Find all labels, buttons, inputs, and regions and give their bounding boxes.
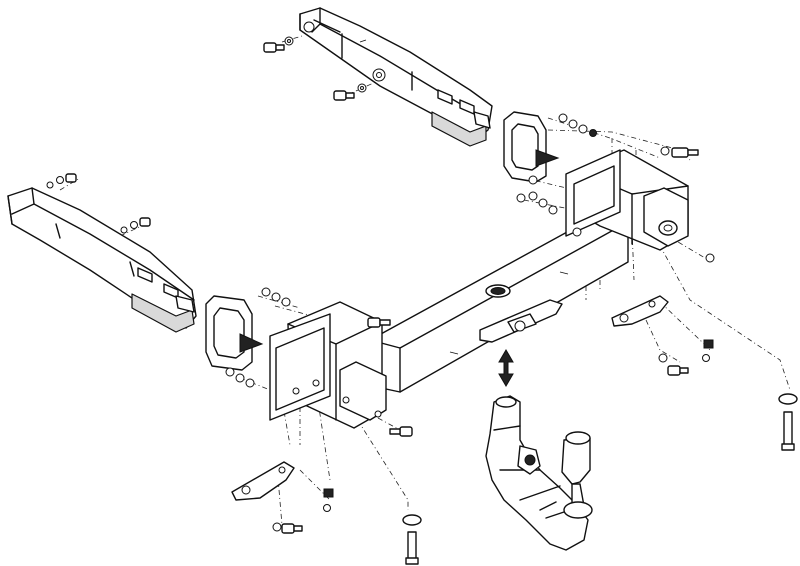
socket-bracket-left xyxy=(231,461,422,565)
right-mounting-box xyxy=(565,149,689,251)
upper-bracket-bolts xyxy=(263,36,367,101)
bolt-set-left xyxy=(225,287,413,437)
socket-bracket-right xyxy=(611,295,798,451)
detachable-tow-ball xyxy=(485,395,593,551)
spacer-frame-right xyxy=(503,111,560,183)
main-cross-beam xyxy=(369,213,629,393)
spacer-frame-left xyxy=(205,295,264,371)
lower-bracket-bolts xyxy=(46,173,151,234)
bolt-set-upper-right xyxy=(516,113,715,263)
left-mounting-box xyxy=(269,301,387,429)
upper-side-bracket xyxy=(299,7,493,147)
lower-side-bracket xyxy=(7,187,197,333)
up-down-arrow-icon xyxy=(498,349,514,387)
